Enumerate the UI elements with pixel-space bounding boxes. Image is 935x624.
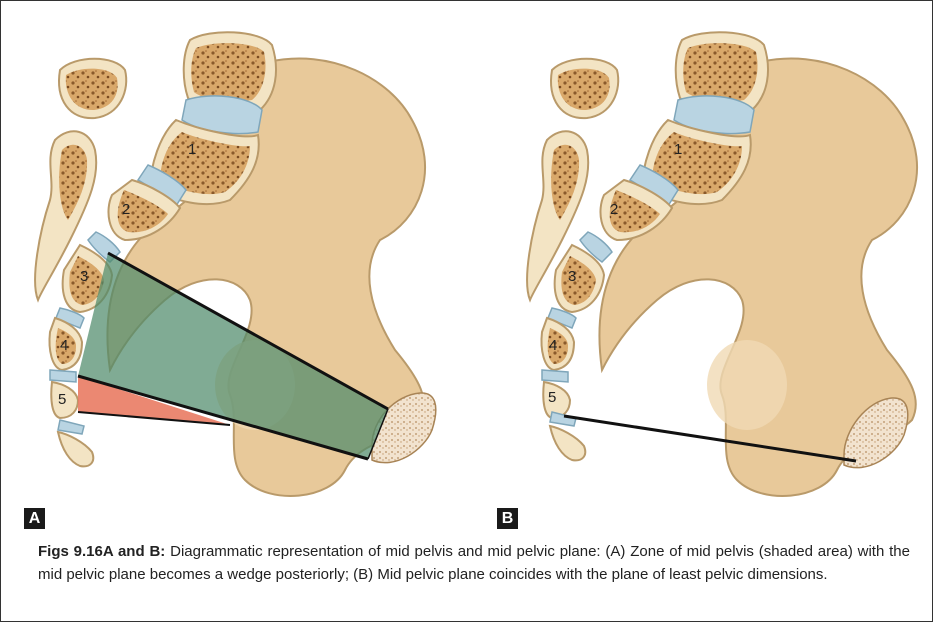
- panel-b-diagram: 1 2 3 4 5: [527, 32, 917, 496]
- vertebra-number-2-a: 2: [122, 201, 130, 218]
- vertebra-number-5-a: 5: [58, 391, 66, 408]
- vertebra-number-1-a: 1: [188, 141, 196, 158]
- vertebra-number-4-b: 4: [549, 337, 557, 354]
- vertebra-number-4-a: 4: [60, 337, 68, 354]
- pelvis-diagram: 1 2 3 4 5: [0, 0, 935, 524]
- vertebra-number-5-b: 5: [548, 389, 556, 406]
- vertebra-number-3-b: 3: [568, 268, 576, 285]
- panel-label-b: B: [497, 508, 518, 529]
- panel-label-a: A: [24, 508, 45, 529]
- vertebra-number-3-a: 3: [80, 268, 88, 285]
- caption-text: Diagrammatic representation of mid pelvi…: [38, 543, 910, 583]
- figure-caption: Figs 9.16A and B: Diagrammatic represent…: [38, 540, 910, 586]
- caption-title: Figs 9.16A and B:: [38, 543, 165, 560]
- vertebra-number-1-b: 1: [674, 141, 682, 158]
- vertebra-number-2-b: 2: [610, 201, 618, 218]
- panel-a-diagram: 1 2 3 4 5: [35, 32, 436, 496]
